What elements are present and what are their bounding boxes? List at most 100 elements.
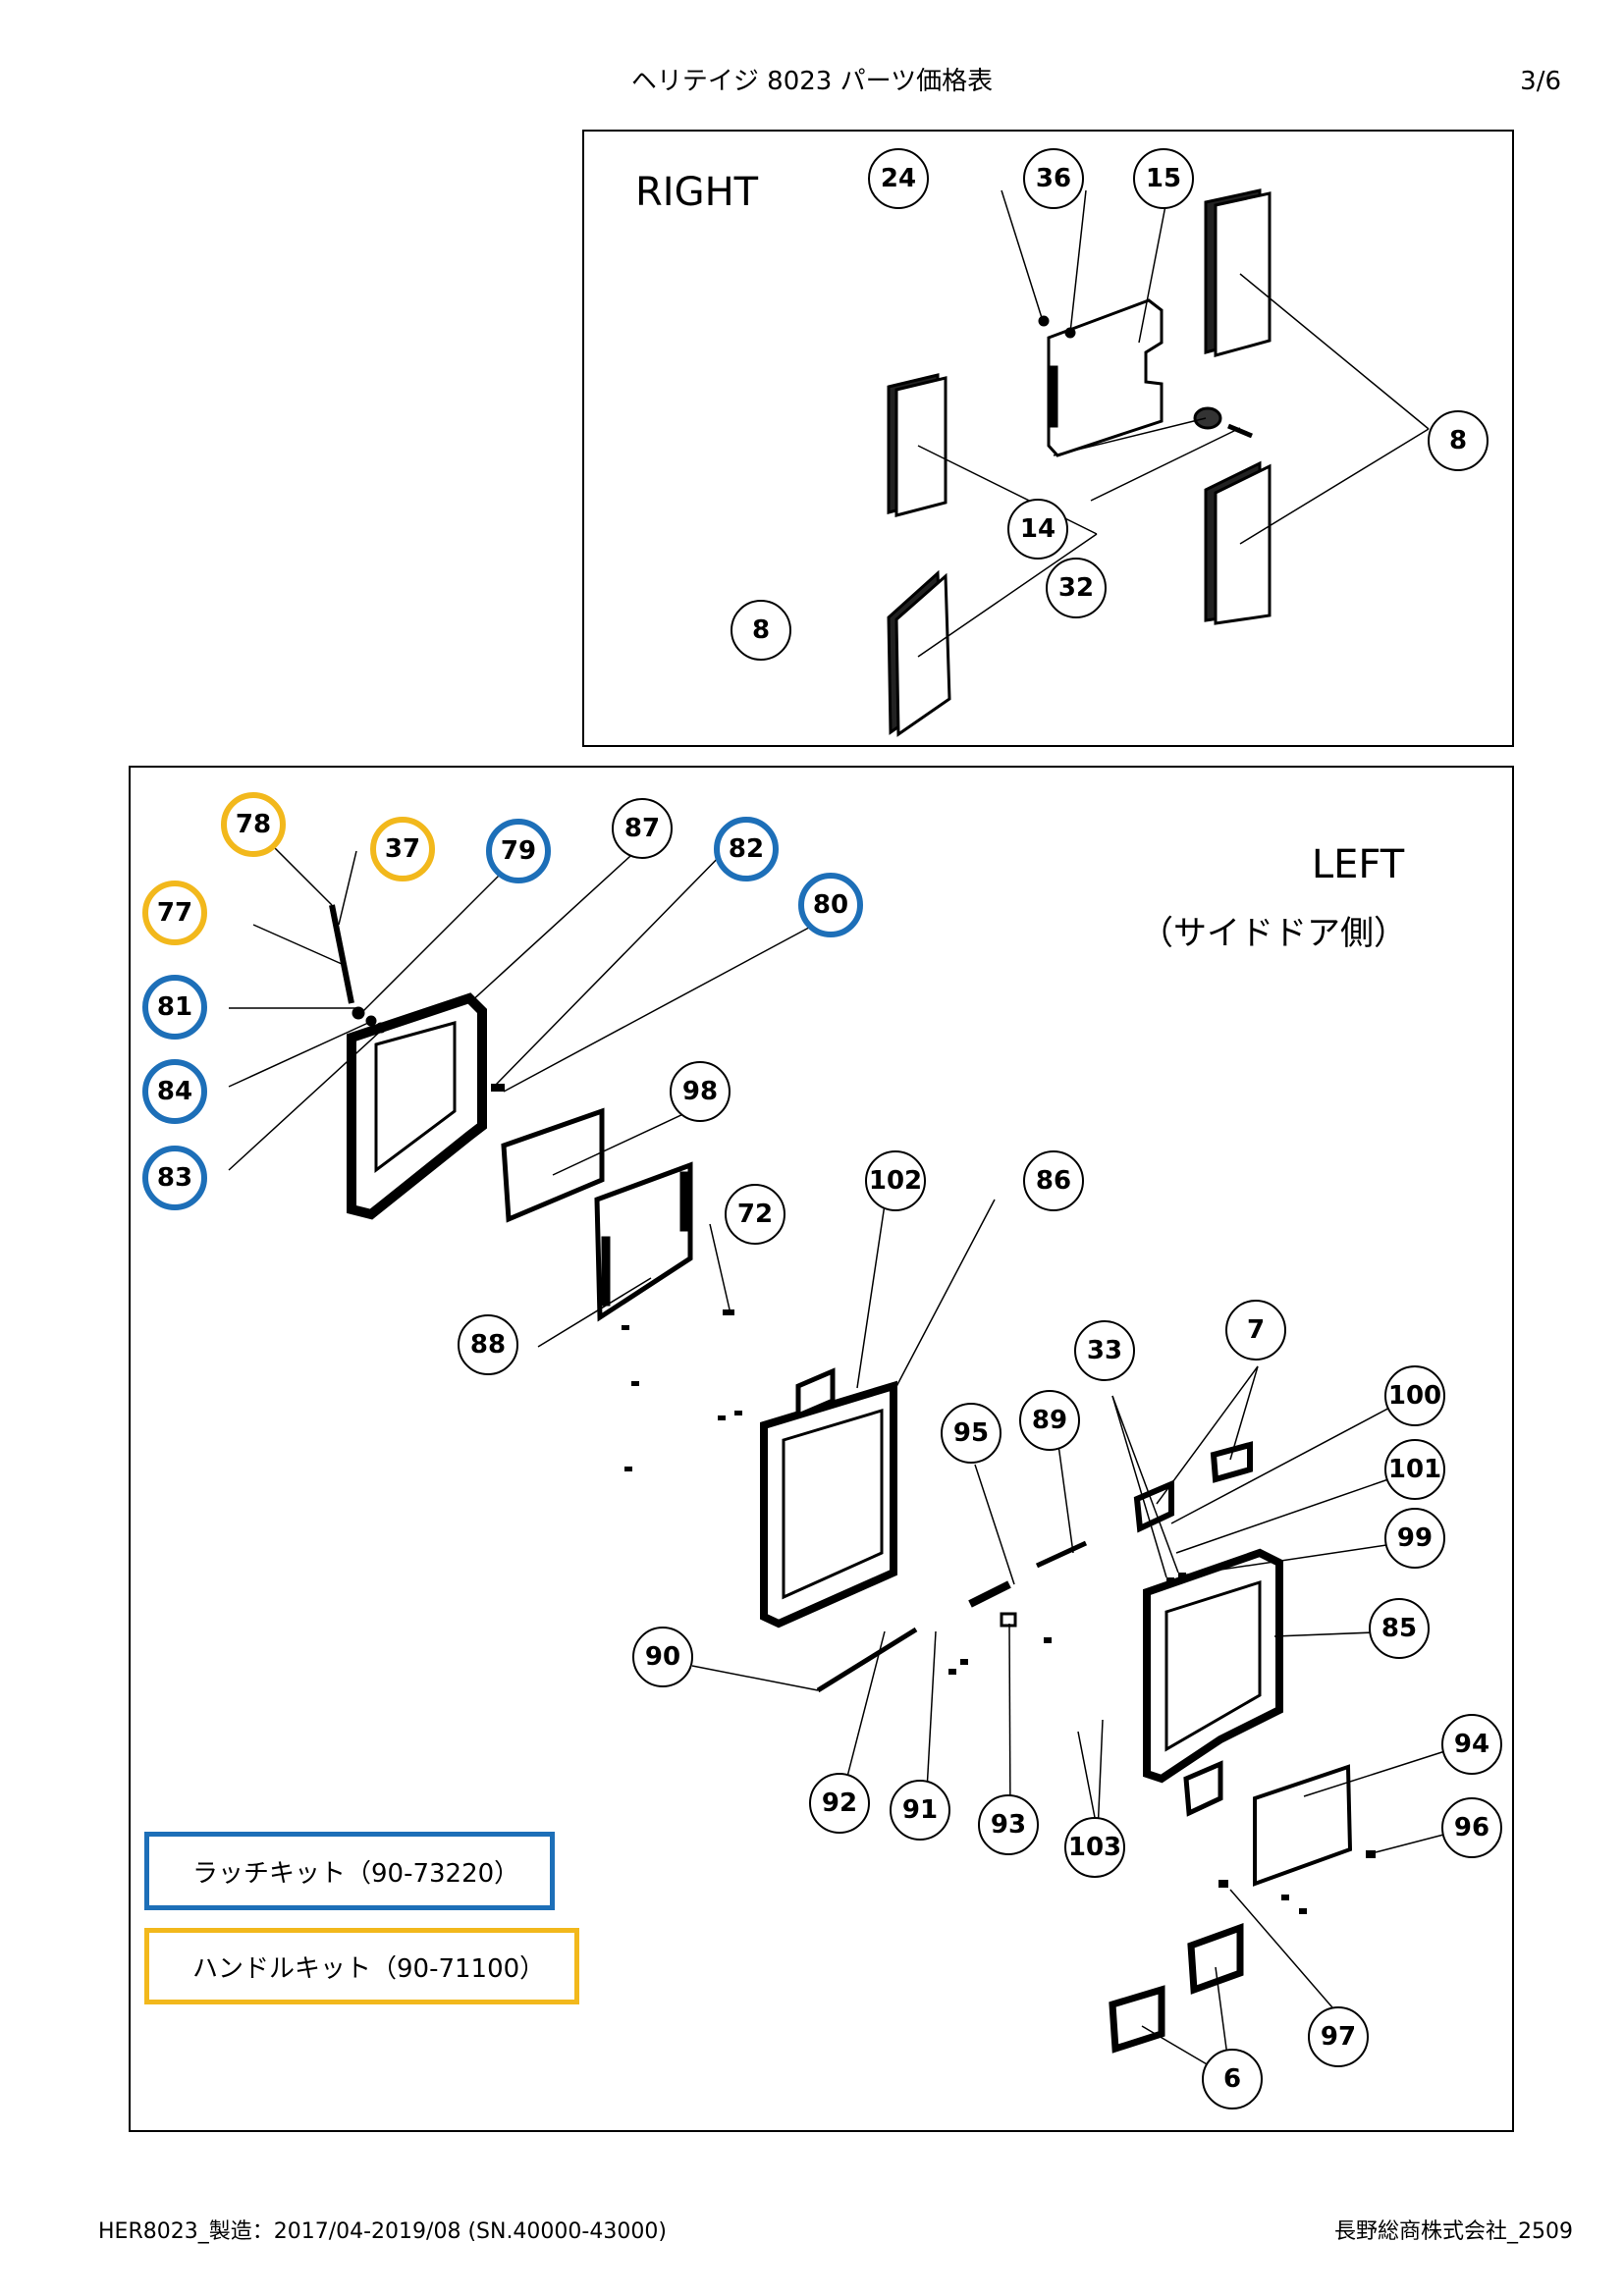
svg-text:98: 98	[682, 1077, 718, 1106]
svg-text:100: 100	[1388, 1381, 1441, 1411]
part-disc	[1193, 406, 1222, 430]
callout-94: 94	[1441, 1714, 1502, 1775]
callout-87: 87	[612, 798, 673, 859]
svg-text:91: 91	[902, 1795, 938, 1825]
callout-101: 101	[1384, 1439, 1445, 1500]
svg-text:33: 33	[1087, 1336, 1122, 1365]
svg-text:83: 83	[157, 1163, 192, 1193]
part-rod-95	[968, 1580, 1011, 1608]
part-screw-24	[1038, 315, 1050, 327]
document-title: ヘリテイジ 8023 パーツ価格表	[630, 67, 994, 96]
svg-text:99: 99	[1397, 1523, 1433, 1553]
callout-32: 32	[1046, 558, 1107, 618]
footer-model-info: HER8023_製造：2017/04-2019/08 (SN.40000-430…	[98, 2219, 667, 2244]
svg-text:84: 84	[157, 1077, 192, 1106]
callout-78: 78	[221, 792, 286, 857]
right-callouts: 24 36 15 8 14 32 8	[731, 148, 1489, 661]
callout-100: 100	[1384, 1365, 1445, 1426]
part-rod-89	[1035, 1540, 1088, 1569]
svg-text:96: 96	[1454, 1813, 1489, 1842]
svg-text:77: 77	[157, 898, 192, 928]
svg-text:89: 89	[1032, 1406, 1067, 1435]
callout-83: 83	[142, 1146, 207, 1210]
part-tile-6a	[1109, 1985, 1165, 2054]
right-panel-label: RIGHT	[635, 170, 759, 215]
part-slate-bottom-left	[887, 569, 951, 737]
callout-33: 33	[1074, 1320, 1135, 1381]
svg-text:37: 37	[385, 834, 420, 864]
svg-text:7: 7	[1247, 1315, 1265, 1345]
left-callouts: 78 37 79 87 82 77 80 81 84 83 98 72 102 …	[142, 792, 1502, 2109]
callout-97: 97	[1308, 2006, 1369, 2067]
callout-77: 77	[142, 881, 207, 945]
legend-latch-kit-label: ラッチキット（90-73220）	[192, 1858, 520, 1889]
svg-text:95: 95	[953, 1418, 989, 1448]
svg-text:78: 78	[236, 810, 271, 839]
right-panel: RIGHT	[582, 130, 1514, 747]
svg-text:79: 79	[501, 836, 536, 866]
part-glass	[501, 1107, 605, 1223]
svg-text:97: 97	[1321, 2022, 1356, 2052]
callout-82: 82	[714, 817, 779, 881]
callout-85: 85	[1369, 1598, 1430, 1659]
callout-8-left: 8	[731, 600, 791, 661]
callout-24: 24	[868, 148, 929, 209]
page-number: 3/6	[1520, 67, 1561, 96]
svg-text:87: 87	[624, 814, 660, 843]
part-baffle-plate	[1047, 298, 1164, 457]
callout-90: 90	[632, 1627, 693, 1687]
svg-text:101: 101	[1388, 1455, 1441, 1484]
part-slate-bottom-right	[1204, 460, 1272, 625]
part-93	[1000, 1612, 1017, 1628]
svg-text:85: 85	[1381, 1614, 1417, 1643]
left-panel-sublabel: （サイドドア側）	[1140, 914, 1407, 953]
left-exploded-diagram: LEFT （サイドドア側）	[142, 792, 1502, 2109]
legend-handle-kit: ハンドルキット（90-71100）	[144, 1928, 579, 2004]
svg-text:103: 103	[1068, 1833, 1121, 1862]
legend-handle-kit-label: ハンドルキット（90-71100）	[192, 1953, 546, 1984]
part-slate-left	[887, 373, 947, 517]
svg-text:90: 90	[645, 1642, 680, 1672]
callout-88: 88	[458, 1314, 518, 1375]
part-tile-7b	[1210, 1441, 1253, 1483]
part-rod-90	[816, 1627, 918, 1693]
right-leaders	[917, 189, 1430, 658]
callout-99: 99	[1384, 1508, 1445, 1569]
callout-8-right: 8	[1428, 410, 1489, 471]
left-panel-label: LEFT	[1312, 842, 1405, 887]
callout-89: 89	[1019, 1390, 1080, 1451]
callout-81: 81	[142, 975, 207, 1040]
callout-6: 6	[1202, 2049, 1263, 2109]
right-exploded-diagram: RIGHT	[635, 148, 1489, 737]
callout-7: 7	[1225, 1300, 1286, 1361]
svg-text:102: 102	[869, 1166, 922, 1196]
callout-14: 14	[1007, 499, 1068, 560]
svg-text:82: 82	[729, 834, 764, 864]
callout-102: 102	[865, 1150, 926, 1211]
callout-80: 80	[798, 873, 863, 937]
baffle-slot	[1050, 365, 1058, 428]
callout-96: 96	[1441, 1797, 1502, 1858]
callout-91: 91	[890, 1780, 950, 1841]
part-handle	[329, 904, 354, 1004]
left-leaders	[228, 826, 1452, 2079]
callout-103: 103	[1064, 1817, 1125, 1878]
callout-86: 86	[1023, 1150, 1084, 1211]
callout-37: 37	[370, 817, 435, 881]
part-tile-6b	[1187, 1923, 1244, 1995]
callout-15: 15	[1133, 148, 1194, 209]
part-pin	[1227, 423, 1253, 439]
callout-98: 98	[670, 1061, 731, 1122]
part-latch-knob	[352, 1006, 365, 1020]
callout-72: 72	[725, 1184, 785, 1245]
svg-text:86: 86	[1036, 1166, 1071, 1196]
svg-text:93: 93	[991, 1810, 1026, 1840]
footer-company: 長野総商株式会社_2509	[1334, 2219, 1573, 2244]
part-slate-top-right	[1204, 188, 1272, 357]
svg-text:14: 14	[1020, 514, 1056, 544]
callout-79: 79	[486, 819, 551, 883]
svg-text:88: 88	[470, 1330, 506, 1360]
svg-text:8: 8	[1449, 426, 1467, 455]
svg-text:80: 80	[813, 890, 848, 920]
svg-text:81: 81	[157, 992, 192, 1022]
